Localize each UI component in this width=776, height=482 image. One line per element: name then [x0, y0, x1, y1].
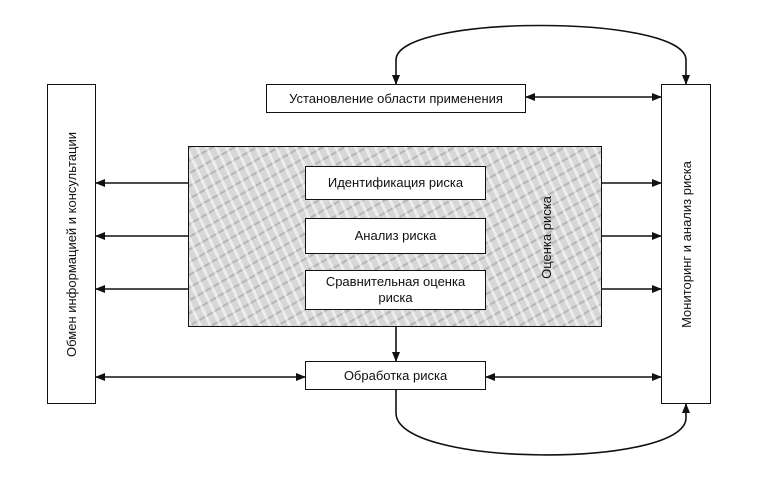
treatment-label: Обработка риска	[343, 367, 448, 383]
evaluation-label-line2: риска	[378, 290, 413, 305]
communication-box	[47, 84, 96, 404]
scope-label: Установление области применения	[289, 90, 503, 106]
treatment-box: Обработка риска	[305, 361, 486, 390]
curve-bottom	[395, 390, 690, 456]
risk-assessment-label: Оценка риска	[538, 195, 554, 279]
communication-label-wrap: Обмен информацией и консультации	[47, 84, 96, 404]
communication-label: Обмен информацией и консультации	[64, 131, 79, 357]
scope-box: Установление области применения	[266, 84, 526, 113]
analysis-label: Анализ риска	[354, 228, 437, 243]
monitoring-label-wrap: Мониторинг и анализ риска	[661, 84, 711, 404]
evaluation-label-line1: Сравнительная оценка	[325, 274, 466, 289]
risk-assessment-label-wrap: Оценка риска	[532, 172, 560, 302]
identification-label: Идентификация риска	[327, 175, 464, 190]
evaluation-box: Сравнительная оценка риска	[305, 270, 486, 310]
monitoring-box	[661, 84, 711, 404]
analysis-box: Анализ риска	[305, 218, 486, 254]
identification-box: Идентификация риска	[305, 166, 486, 200]
curve-top	[392, 24, 690, 85]
monitoring-label: Мониторинг и анализ риска	[678, 160, 694, 328]
